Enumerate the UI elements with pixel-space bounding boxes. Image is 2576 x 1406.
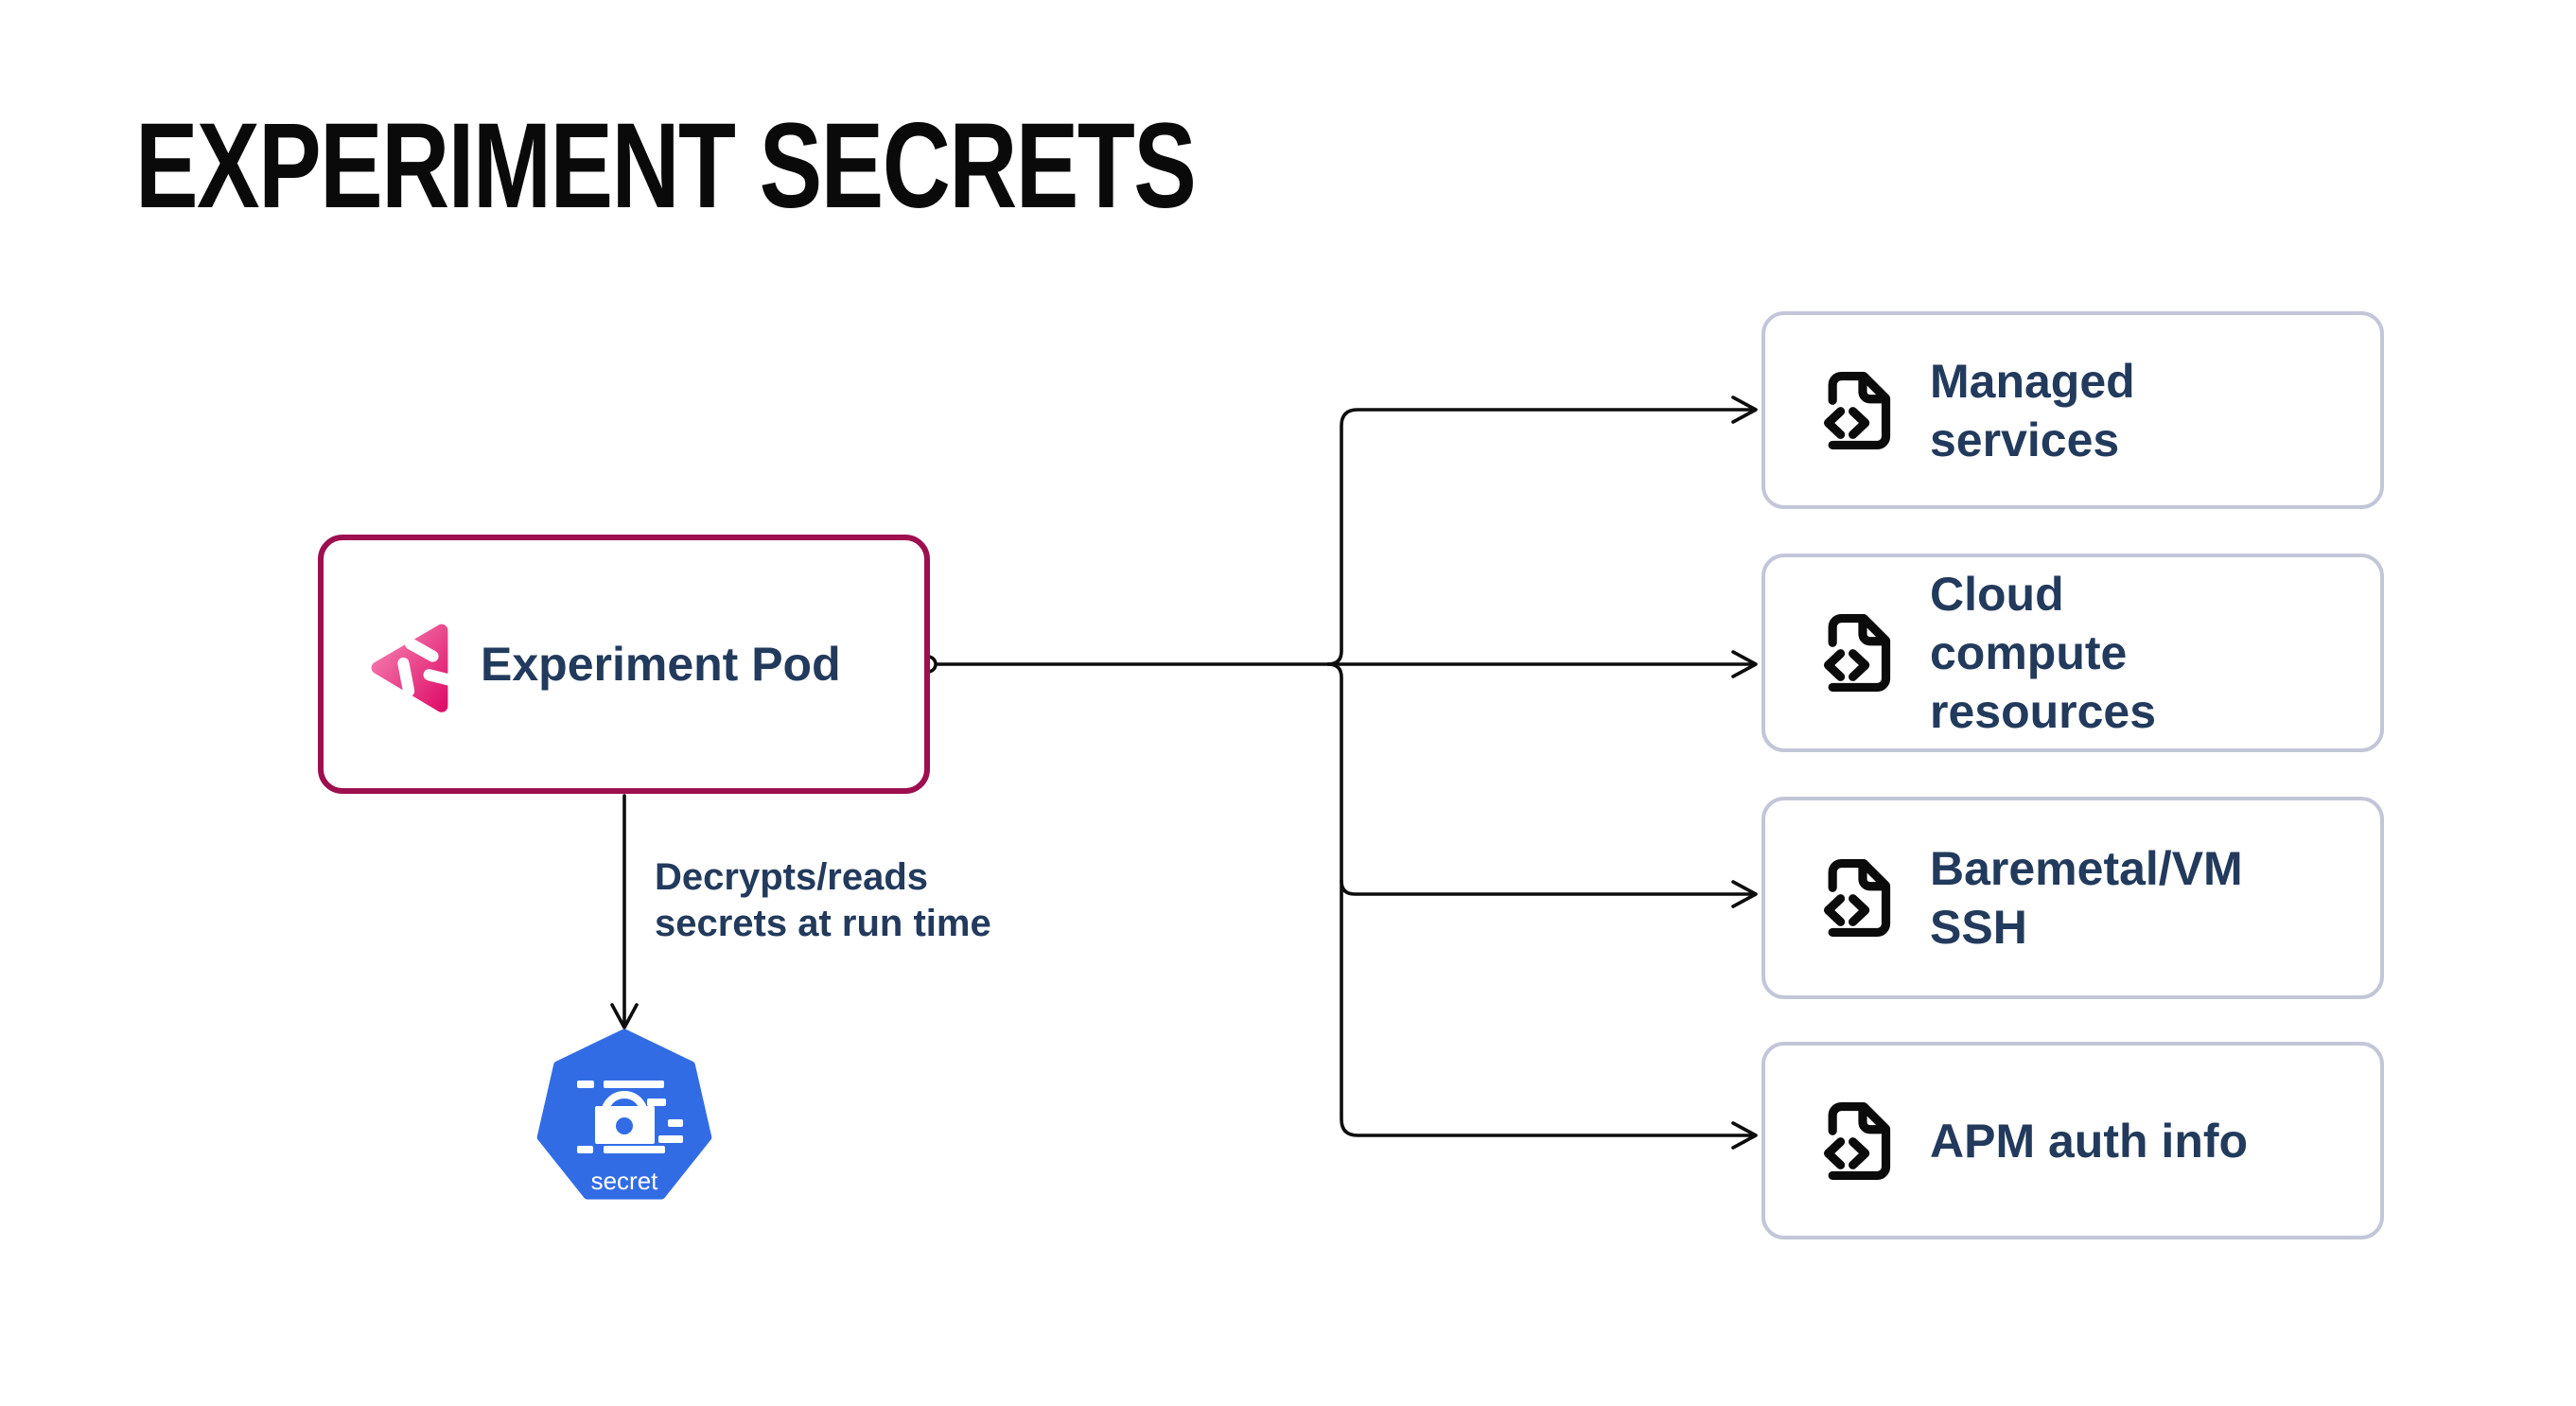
arrowhead-apm-auth [1731,1121,1758,1150]
lock-keyhole [616,1117,633,1134]
edge-branch-baremetal-ssh [1340,879,1756,896]
target-box-apm-auth-info: APM auth info [1761,1042,2384,1239]
target-label: APM auth info [1930,1114,2249,1168]
target-label: Baremetal/VM SSH [1930,842,2243,954]
arrowhead-cloud-compute [1731,650,1758,678]
edge-annotation-line2: secrets at run time [655,903,991,944]
secret-label: secret [591,1167,659,1195]
arrowhead-secret [610,1003,639,1029]
target-box-cloud-compute: Cloud compute resources [1761,554,2384,752]
target-box-managed-services: Managed services [1761,311,2384,509]
target-box-baremetal-vm-ssh: Baremetal/VM SSH [1761,797,2384,999]
edge-annotation-line1: Decrypts/reads [655,856,929,898]
experiment-pod-label: Experiment Pod [481,638,841,691]
edge-branch-managed-services [1326,408,1756,666]
edge-annotation: Decrypts/reads secrets at run time [655,854,991,947]
target-label: Managed services [1930,354,2135,466]
file-code-icon [1823,613,1891,693]
arrowhead-baremetal-ssh [1731,880,1758,908]
target-label: Cloud compute resources [1930,568,2157,738]
arrowhead-managed-services [1731,395,1758,424]
file-code-icon [1823,371,1891,449]
page-title: EXPERIMENT SECRETS [135,98,1197,234]
kubernetes-secret-icon: secret [536,1028,712,1200]
experiment-pod-node: Experiment Pod [318,535,930,794]
file-code-icon [1823,858,1891,938]
file-code-icon [1823,1101,1891,1180]
litmus-experiment-logo-icon [371,624,454,712]
edge-branch-apm-auth [1326,662,1756,1137]
